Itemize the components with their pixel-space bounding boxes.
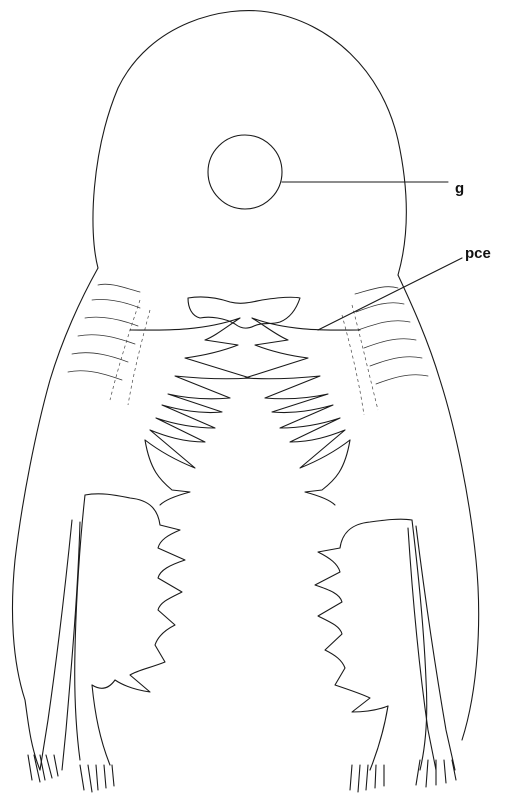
left-spine-fan — [130, 318, 250, 505]
head-outline — [93, 11, 406, 275]
left-appendage — [40, 520, 80, 770]
pce-leader-line — [318, 258, 462, 330]
right-folds — [342, 287, 428, 415]
right-appendage — [408, 526, 455, 770]
label-g: g — [455, 180, 464, 197]
right-body-outline — [398, 275, 479, 740]
g-structure — [208, 135, 282, 209]
distal-claws — [28, 755, 456, 792]
central-lobe — [188, 297, 300, 328]
label-pce: pce — [465, 245, 491, 262]
left-body-outline — [12, 268, 98, 770]
left-lower-lobe — [75, 494, 185, 765]
right-spine-fan — [245, 318, 360, 505]
